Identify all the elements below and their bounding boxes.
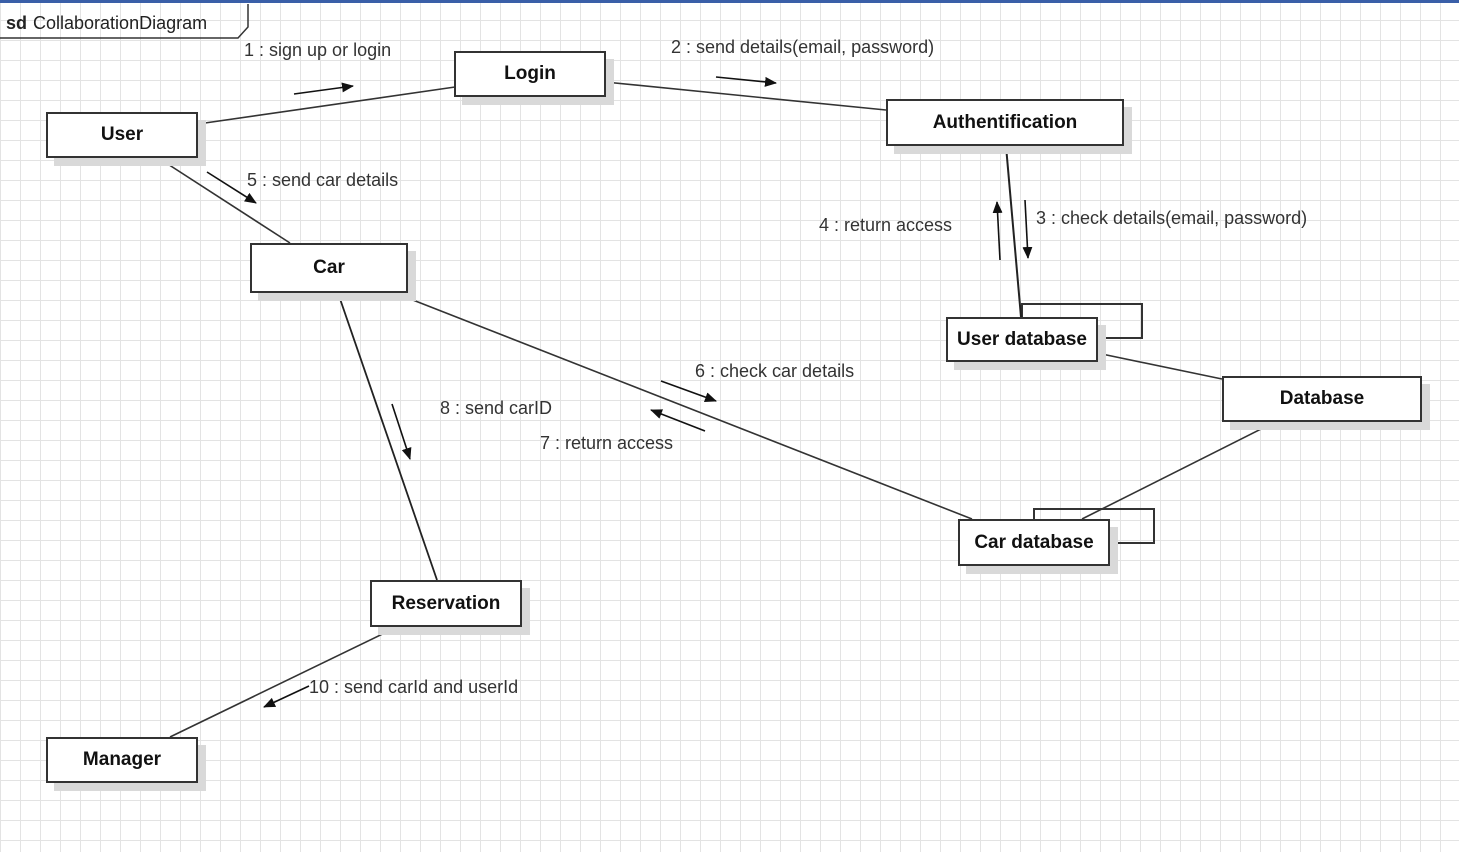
message-arrow-5 — [206, 171, 257, 204]
message-label-4: 4 : return access — [819, 215, 953, 235]
message-label-2: 2 : send details(email, password) — [671, 37, 935, 57]
link-car-cardatabase — [394, 292, 973, 520]
link-reservation-manager — [169, 626, 398, 738]
object-manager[interactable]: Manager — [46, 737, 198, 783]
frame-tab-outline — [0, 4, 249, 39]
top-border-line — [0, 0, 1459, 3]
message-label-8: 8 : send carID — [440, 398, 553, 418]
message-label-1: 1 : sign up or login — [244, 40, 392, 60]
message-arrow-7 — [650, 409, 706, 432]
object-reservation[interactable]: Reservation — [370, 580, 522, 627]
frame-name: CollaborationDiagram — [33, 13, 208, 33]
object-car-database[interactable]: Car database — [958, 519, 1110, 566]
link-database-cardatabase — [1081, 421, 1276, 520]
message-arrow-6 — [660, 380, 717, 402]
link-user-login — [197, 86, 456, 125]
object-database[interactable]: Database — [1222, 376, 1422, 422]
message-label-10: 10 : send carId and userId — [309, 677, 519, 697]
frame-keyword: sd — [6, 13, 28, 33]
message-label-5: 5 : send car details — [247, 170, 399, 190]
message-arrow-2 — [715, 76, 777, 87]
object-user[interactable]: User — [46, 112, 198, 158]
message-label-6: 6 : check car details — [695, 361, 855, 381]
message-arrow-1 — [293, 82, 354, 95]
link-authentification-userdatabase — [1005, 145, 1022, 318]
link-login-authentification — [604, 81, 887, 111]
message-arrow-4 — [992, 201, 1003, 261]
message-arrow-8 — [391, 403, 412, 460]
message-arrow-10 — [263, 685, 310, 708]
object-login[interactable]: Login — [454, 51, 606, 97]
link-user-car — [159, 158, 291, 244]
link-userdatabase-database — [1096, 352, 1223, 380]
object-car[interactable]: Car — [250, 243, 408, 293]
message-label-7: 7 : return access — [540, 433, 674, 453]
link-car-reservation — [337, 292, 438, 581]
object-user-database[interactable]: User database — [946, 317, 1098, 362]
message-arrow-3 — [1022, 199, 1033, 259]
message-label-3: 3 : check details(email, password) — [1036, 208, 1308, 228]
object-authentification[interactable]: Authentification — [886, 99, 1124, 146]
